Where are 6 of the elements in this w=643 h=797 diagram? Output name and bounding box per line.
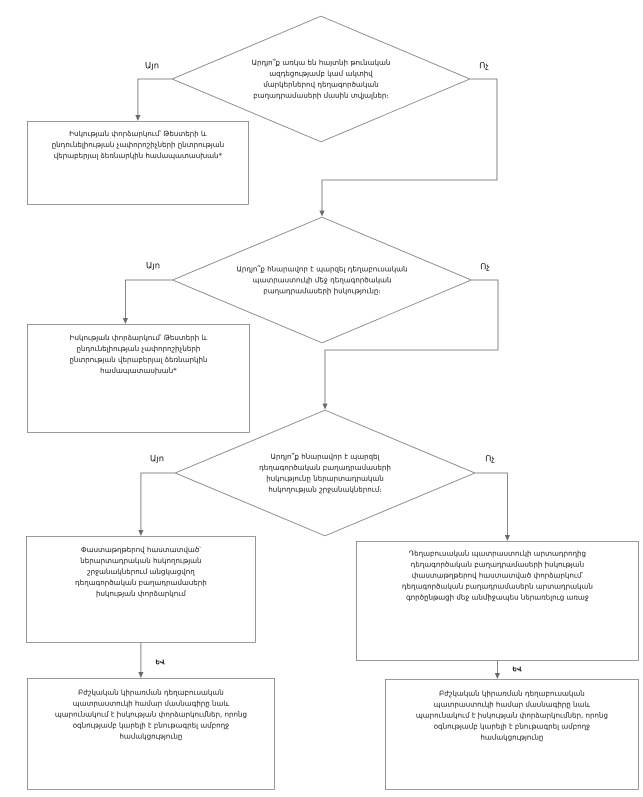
edge-label: Ոչ <box>484 454 496 464</box>
edge-label: Ոչ <box>478 60 490 72</box>
edge-label: Ոչ <box>479 262 491 272</box>
edge-label: Այո <box>144 261 162 271</box>
edge-label: Այո <box>144 61 160 71</box>
edge-label: Այո <box>148 454 166 464</box>
